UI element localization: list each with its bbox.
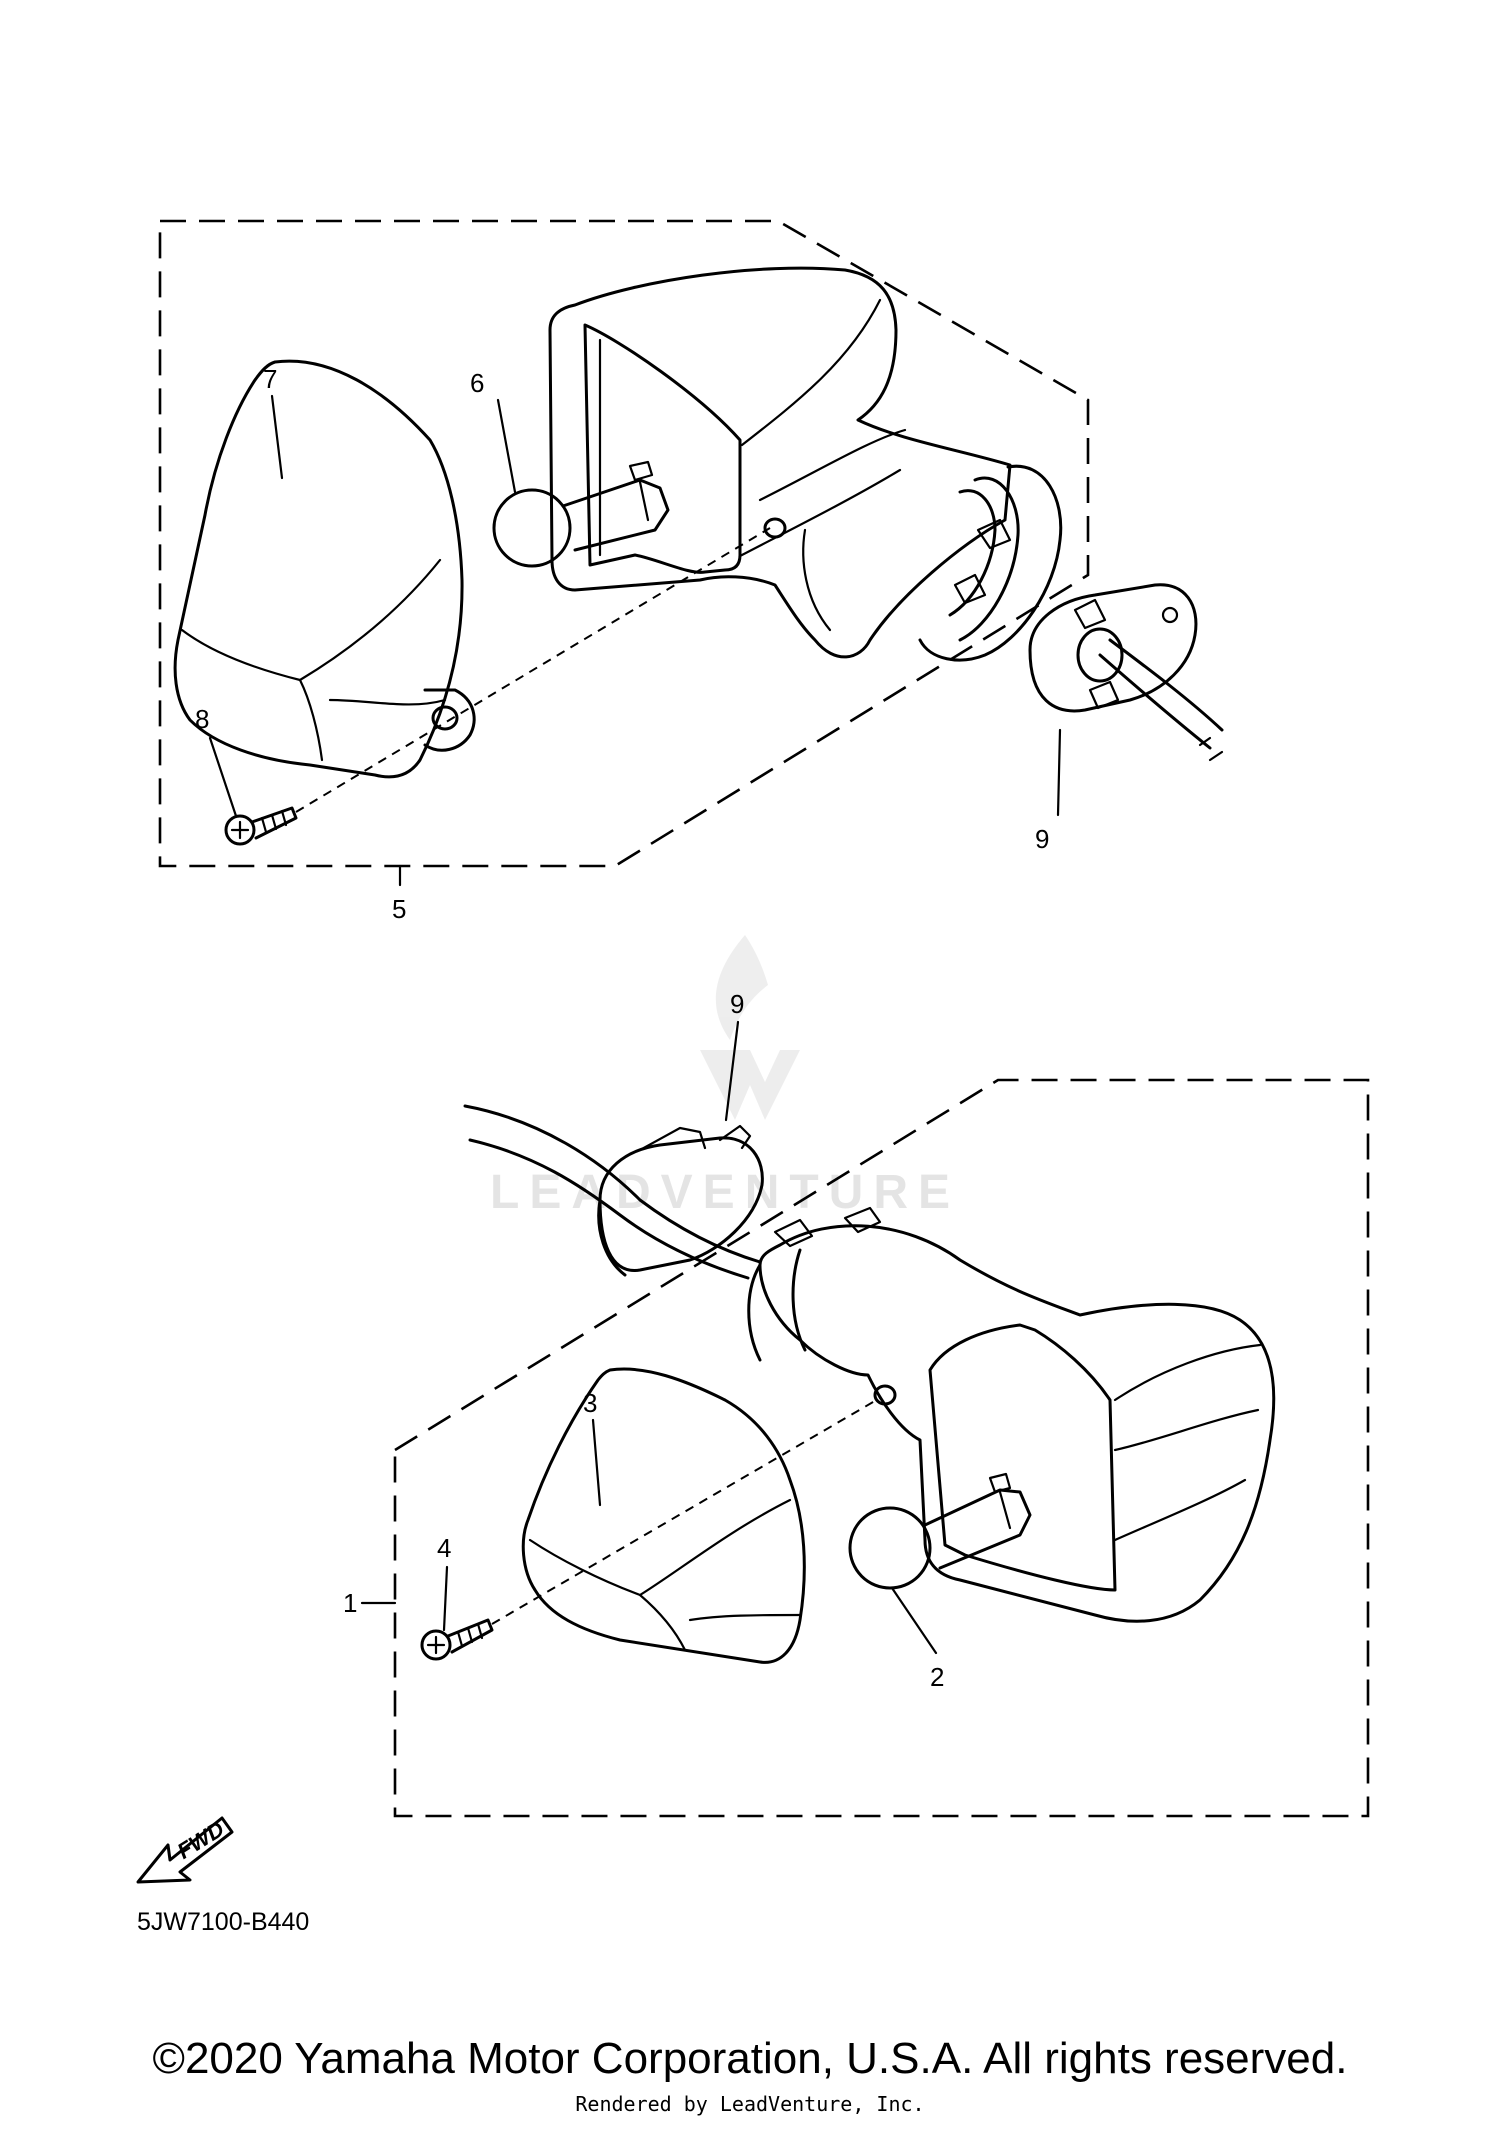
callout-5: 5 — [392, 894, 406, 924]
bottom-lens-3 — [521, 1367, 806, 1664]
top-housing-inner-rim — [583, 323, 742, 574]
bottom-housing-inner-rim — [928, 1323, 1117, 1592]
top-turn-signal-assembly — [158, 219, 1224, 868]
top-lens-7 — [173, 359, 476, 779]
diagram-code: 5JW7100-B440 — [137, 1908, 309, 1936]
bottom-housing — [758, 1224, 1276, 1623]
callout-2: 2 — [930, 1662, 944, 1692]
watermark-text: LEADVENTURE — [490, 1166, 960, 1219]
callout-3: 3 — [583, 1388, 597, 1418]
leadventure-watermark: LEADVENTURE — [490, 935, 960, 1219]
bottom-socket-9 — [597, 1124, 764, 1277]
callout-9-top: 9 — [1035, 824, 1049, 854]
bottom-turn-signal-assembly — [393, 1078, 1370, 1818]
top-housing-neck-ring — [918, 464, 1063, 662]
callout-7: 7 — [263, 364, 277, 394]
callout-8: 8 — [195, 704, 209, 734]
bottom-bulb-2 — [848, 1472, 1032, 1590]
top-bulb-6 — [492, 460, 670, 568]
callout-9-bottom: 9 — [730, 989, 744, 1019]
callout-4: 4 — [437, 1533, 451, 1563]
top-screw-8 — [224, 806, 298, 846]
top-socket-9 — [1028, 583, 1224, 762]
callout-6: 6 — [470, 368, 484, 398]
copyright-notice: ©2020 Yamaha Motor Corporation, U.S.A. A… — [152, 2034, 1348, 2083]
bottom-assembly-boundary — [393, 1078, 1370, 1818]
bottom-screw-4 — [420, 1618, 494, 1661]
fwd-arrow-icon: FWD — [136, 1816, 234, 1884]
callout-numbers: 7 6 8 5 9 9 3 4 1 2 — [195, 364, 1049, 1692]
rendered-by-credit: Rendered by LeadVenture, Inc. — [575, 2092, 925, 2116]
top-housing — [548, 266, 1012, 659]
top-assembly-boundary — [158, 219, 1090, 868]
leader-lines — [208, 394, 1062, 1655]
callout-1: 1 — [343, 1588, 357, 1618]
